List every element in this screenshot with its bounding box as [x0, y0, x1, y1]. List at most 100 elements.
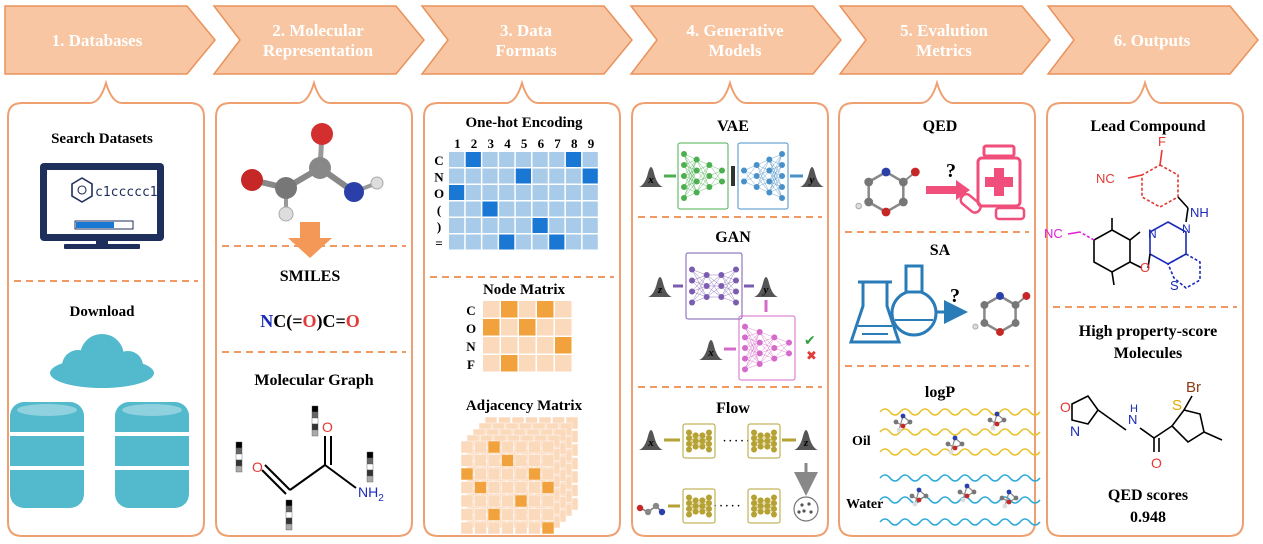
flow-sample-icon — [793, 496, 819, 522]
node-matrix-title: Node Matrix — [483, 282, 566, 298]
feature-bar-n-cell — [366, 457, 374, 465]
gan-discriminator-edge — [759, 337, 775, 365]
gan-generator-node — [689, 277, 695, 284]
onehot-col-label: 4 — [504, 136, 511, 151]
flow-block-2 — [747, 423, 781, 459]
onehot-cell — [499, 201, 515, 217]
down-arrow-icon — [288, 222, 332, 258]
flow-dots-bottom: · · · · · · · — [702, 501, 740, 512]
feature-bar-o — [235, 441, 243, 473]
feature-bar-o2-cell — [311, 423, 319, 431]
adj-cell — [528, 481, 541, 494]
onehot-cell — [515, 152, 531, 167]
onehot-cell — [565, 168, 582, 184]
adj-cell — [514, 494, 528, 508]
adj-cell — [474, 521, 487, 535]
vae-encoder-node — [693, 178, 700, 185]
flow-block-3-node — [757, 503, 764, 509]
adj-cell — [487, 440, 501, 454]
adj-cell — [541, 440, 555, 454]
atom — [1002, 503, 1008, 509]
flow-block-3-node — [751, 505, 757, 512]
adj-cell — [501, 521, 514, 535]
vae-encoder-edge — [683, 170, 697, 199]
adj-cell — [487, 481, 501, 494]
hp-atom-o1: O — [1060, 399, 1071, 415]
oil-wave-2 — [879, 428, 1041, 436]
flow-block-4-frame — [682, 488, 716, 524]
vae-decoder-edge — [769, 175, 783, 193]
bond — [962, 485, 968, 501]
gan-generator-edge — [721, 269, 737, 298]
gan-real-dist-shape — [699, 340, 723, 360]
gan-discriminator-node — [742, 323, 748, 330]
adj-cell — [487, 494, 501, 508]
oil-wave-3 — [879, 448, 1041, 456]
onehot-cell — [482, 168, 498, 184]
hp-atom-nh: N — [1128, 412, 1137, 427]
gan-discriminator-node — [771, 345, 778, 351]
atom — [952, 435, 958, 441]
lead-atom-f: F — [1158, 134, 1166, 149]
adj-cell — [460, 508, 474, 521]
onehot-cell — [465, 201, 481, 217]
onehot-cell — [532, 218, 548, 233]
gan-generator-edge — [706, 274, 722, 298]
atom — [994, 411, 1000, 417]
onehot-cell — [565, 152, 582, 167]
onehot-cell — [449, 234, 465, 250]
vae-decoder-edge — [769, 153, 783, 171]
vae-decoder-node — [753, 184, 760, 190]
flow-block-1-node — [706, 429, 712, 436]
onehot-cell — [515, 218, 531, 233]
onehot-cell — [565, 201, 582, 217]
node-cell — [483, 337, 500, 354]
vae-encoder-edge — [696, 175, 710, 193]
graph-atom-o-top: O — [322, 419, 333, 435]
node-cell — [555, 337, 572, 354]
vae-latent-bar — [731, 166, 735, 186]
flow-block-2-node — [764, 443, 771, 450]
adj-cell — [528, 494, 541, 508]
node-row-label: N — [466, 339, 476, 354]
flow-sample-dot — [809, 510, 813, 514]
node-cell — [555, 301, 572, 318]
flow-block-4-node — [699, 497, 706, 504]
hp-title-line2: Molecules — [1114, 345, 1182, 362]
onehot-col-label: 1 — [454, 136, 461, 151]
hp-atom-o2: O — [1151, 455, 1162, 471]
gan-generator-node — [703, 272, 710, 278]
flow-block-4-node — [706, 511, 712, 518]
flow-block-2-node — [764, 438, 771, 444]
vae-decoder-node — [753, 162, 760, 168]
bond — [1004, 491, 1010, 507]
flow-block-1-frame — [682, 423, 716, 459]
flow-block-2-node — [771, 446, 777, 453]
adj-cell — [474, 454, 487, 467]
onehot-cell — [532, 185, 548, 200]
adj-cell — [487, 521, 501, 535]
vae-decoder-node — [741, 178, 747, 185]
onehot-cell — [532, 234, 548, 250]
vae-encoder-edge — [696, 164, 710, 182]
vae-decoder-node — [779, 162, 785, 168]
gan-fake-dist-label: y — [762, 284, 769, 296]
vae-decoder-edge — [769, 164, 783, 193]
onehot-cell — [532, 152, 548, 167]
feature-bar-n-cell — [366, 469, 374, 477]
gan-generator-node — [733, 266, 739, 273]
stage-panels — [7, 79, 1244, 537]
flow-block-4-node — [692, 508, 699, 515]
atom — [964, 493, 970, 499]
adj-cell — [528, 521, 541, 535]
onehot-cell — [465, 234, 481, 250]
feature-bar-o2-cell — [311, 417, 319, 425]
onehot-cell — [465, 152, 481, 167]
onehot-cell — [449, 218, 465, 233]
vae-decoder-node — [741, 167, 747, 174]
flow-block-3-node — [764, 497, 771, 504]
onehot-cell — [482, 185, 498, 200]
atom — [1006, 489, 1012, 495]
gan-title: GAN — [715, 229, 751, 246]
